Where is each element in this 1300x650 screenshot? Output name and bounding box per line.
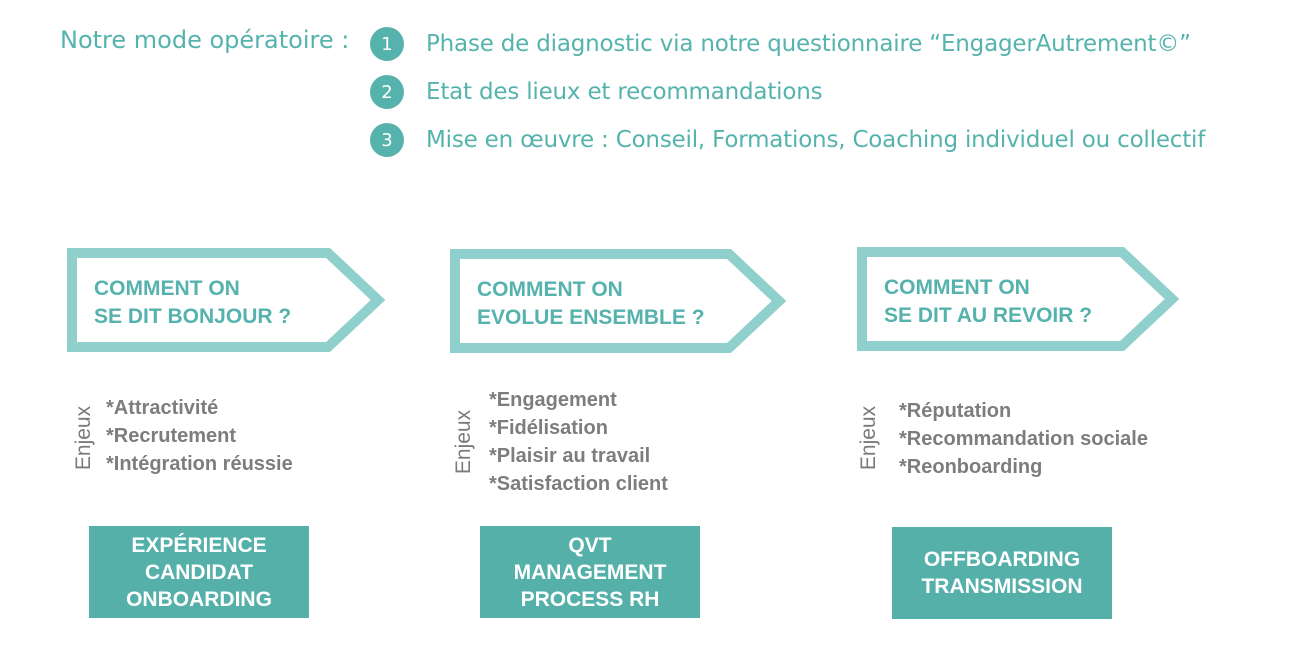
arrow-title-line: COMMENT ON: [94, 277, 240, 300]
intro-label: Notre mode opératoire :: [60, 26, 350, 54]
enjeux-item: *Fidélisation: [489, 417, 608, 439]
steps-list: 1 Phase de diagnostic via notre question…: [370, 20, 1205, 164]
enjeux-item: *Reonboarding: [899, 456, 1043, 478]
outcome-line: TRANSMISSION: [921, 575, 1083, 598]
step-number-badge: 1: [370, 27, 404, 61]
enjeux-item: *Réputation: [899, 400, 1012, 422]
outcome-line: MANAGEMENT: [513, 560, 667, 584]
enjeux-item: *Satisfaction client: [489, 473, 668, 495]
arrow-box-evolue: COMMENT ON EVOLUE ENSEMBLE ?: [449, 248, 787, 354]
enjeux-list: *Réputation *Recommandation sociale *Reo…: [899, 397, 1148, 481]
step-2: 2 Etat des lieux et recommandations: [370, 68, 1205, 116]
outcome-box-qvt: QVT MANAGEMENT PROCESS RH: [480, 526, 700, 618]
arrow-shape: [450, 249, 787, 353]
step-3: 3 Mise en œuvre : Conseil, Formations, C…: [370, 116, 1205, 164]
step-number-badge: 2: [370, 75, 404, 109]
arrow-title: COMMENT ON EVOLUE ENSEMBLE ?: [477, 276, 705, 332]
arrow-title-line: COMMENT ON: [477, 278, 623, 301]
outcome-box-offboarding: OFFBOARDING TRANSMISSION: [892, 527, 1112, 619]
step-text: Phase de diagnostic via notre questionna…: [426, 31, 1191, 57]
enjeux-list: *Attractivité *Recrutement *Intégration …: [106, 394, 293, 478]
enjeux-item: *Recommandation sociale: [899, 428, 1148, 450]
arrow-shape: [67, 248, 386, 352]
arrow-title-line: SE DIT BONJOUR ?: [94, 305, 292, 328]
arrow-title: COMMENT ON SE DIT BONJOUR ?: [94, 275, 291, 331]
outcome-box-experience-candidat: EXPÉRIENCE CANDIDAT ONBOARDING: [89, 526, 309, 618]
arrow-title-line: SE DIT AU REVOIR ?: [884, 304, 1093, 327]
step-number-badge: 3: [370, 123, 404, 157]
arrow-title: COMMENT ON SE DIT AU REVOIR ?: [884, 274, 1092, 330]
arrow-box-au-revoir: COMMENT ON SE DIT AU REVOIR ?: [856, 246, 1180, 352]
step-text: Etat des lieux et recommandations: [426, 79, 823, 105]
outcome-line: CANDIDAT: [144, 560, 254, 584]
enjeux-item: *Engagement: [489, 389, 617, 411]
arrow-box-bonjour: COMMENT ON SE DIT BONJOUR ?: [66, 247, 386, 353]
enjeux-label: Enjeux: [72, 405, 95, 471]
outcome-line: EXPÉRIENCE: [131, 533, 267, 557]
enjeux-list: *Engagement *Fidélisation *Plaisir au tr…: [489, 386, 668, 498]
arrow-title-line: COMMENT ON: [884, 276, 1030, 299]
enjeux-item: *Plaisir au travail: [489, 445, 651, 467]
outcome-line: ONBOARDING: [126, 587, 272, 611]
outcome-line: QVT: [568, 533, 612, 557]
enjeux-label: Enjeux: [857, 405, 880, 471]
enjeux-item: *Recrutement: [106, 425, 237, 447]
enjeux-item: *Intégration réussie: [106, 453, 293, 475]
enjeux-label: Enjeux: [452, 409, 475, 475]
step-text: Mise en œuvre : Conseil, Formations, Coa…: [426, 127, 1206, 153]
arrow-shape: [857, 247, 1180, 351]
outcome-line: OFFBOARDING: [923, 548, 1081, 571]
arrow-title-line: EVOLUE ENSEMBLE ?: [477, 306, 705, 329]
enjeux-item: *Attractivité: [106, 397, 219, 419]
outcome-line: PROCESS RH: [520, 587, 660, 611]
step-1: 1 Phase de diagnostic via notre question…: [370, 20, 1205, 68]
